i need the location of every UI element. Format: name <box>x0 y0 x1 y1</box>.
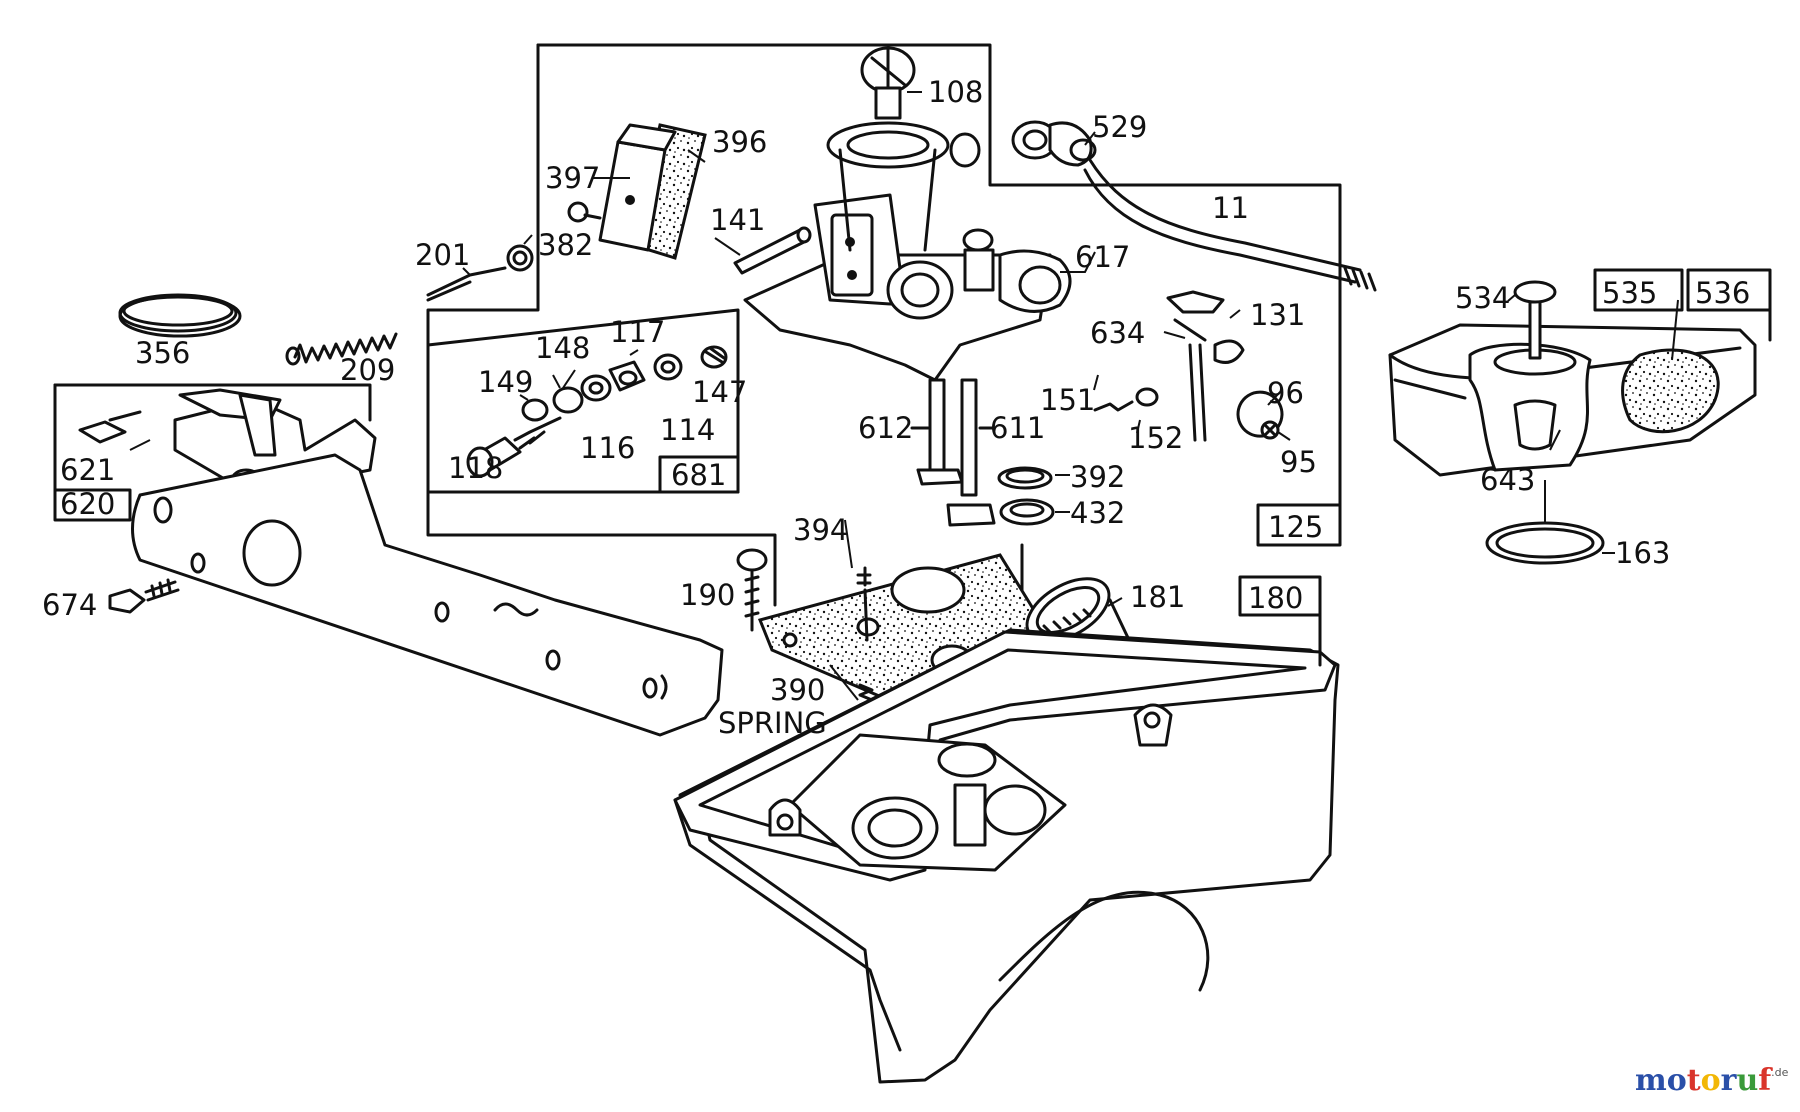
spring-209-part <box>285 332 398 366</box>
callout-131: 131 <box>1250 298 1305 332</box>
callout-356: 356 <box>135 336 190 370</box>
gaskets-392-432-part <box>997 466 1055 526</box>
callout-529: 529 <box>1092 110 1147 144</box>
svg-text:125: 125 <box>1268 510 1323 544</box>
boxed-label-681: 681 <box>671 458 726 492</box>
callout-392: 392 <box>1070 460 1125 494</box>
callout-394: 394 <box>793 513 848 547</box>
boxed-label-125: 125 <box>1268 510 1323 544</box>
callout-432: 432 <box>1070 496 1125 530</box>
side-plate-part <box>108 453 724 737</box>
callout-spring: SPRING <box>718 706 827 740</box>
callout-534: 534 <box>1455 281 1510 315</box>
callout-163: 163 <box>1615 536 1670 570</box>
callout-117: 117 <box>610 315 665 349</box>
watermark-letter: o <box>1700 1063 1721 1098</box>
callout-95: 95 <box>1280 445 1317 479</box>
callout-118: 118 <box>448 451 503 485</box>
watermark-wordmark: motoruf <box>1635 1063 1771 1098</box>
callout-634: 634 <box>1090 316 1145 350</box>
watermark-letter: r <box>1720 1063 1737 1098</box>
callout-612: 612 <box>858 411 913 445</box>
watermark-letter: t <box>1686 1063 1701 1098</box>
callout-190: 190 <box>680 578 735 612</box>
mounting-bolts-part <box>910 378 996 527</box>
svg-text:620: 620 <box>60 487 115 521</box>
callout-96: 96 <box>1267 376 1304 410</box>
callout-114: 114 <box>660 413 715 447</box>
callout-611: 611 <box>990 411 1045 445</box>
svg-text:536: 536 <box>1695 276 1750 310</box>
watermark-suffix: .de <box>1771 1066 1789 1079</box>
callout-201: 201 <box>415 238 470 272</box>
callout-617: 617 <box>1075 240 1130 274</box>
callout-147: 147 <box>692 375 747 409</box>
svg-text:681: 681 <box>671 458 726 492</box>
oring-356-part <box>118 293 242 338</box>
callout-396: 396 <box>712 125 767 159</box>
motoruf-watermark: motoruf.de <box>1635 1063 1789 1098</box>
callout-152: 152 <box>1128 421 1183 455</box>
callout-209: 209 <box>340 353 395 387</box>
callout-11: 11 <box>1212 191 1249 225</box>
boxed-label-536: 536 <box>1686 268 1772 342</box>
fuel-tank-part <box>1388 280 1757 565</box>
idle-valve-parts <box>1093 290 1284 442</box>
svg-text:535: 535 <box>1602 276 1657 310</box>
callout-382: 382 <box>538 228 593 262</box>
boxed-label-180: 180 <box>1238 575 1322 667</box>
callout-621: 621 <box>60 453 115 487</box>
watermark-letter: o <box>1666 1063 1687 1098</box>
kit-681-frame <box>426 308 740 494</box>
callout-390: 390 <box>770 673 825 707</box>
carburetor-body <box>743 121 1072 382</box>
callout-149: 149 <box>478 365 533 399</box>
callout-148: 148 <box>535 331 590 365</box>
watermark-letter: u <box>1736 1063 1759 1098</box>
screw-190-part <box>736 548 768 632</box>
callout-181: 181 <box>1130 580 1185 614</box>
fuel-tank-180-part <box>673 628 1340 1084</box>
watermark-letter: m <box>1635 1063 1667 1098</box>
boxed-labels: 681 620 125 180 535 536 <box>53 268 1772 667</box>
callout-643: 643 <box>1480 463 1535 497</box>
callout-labels: 108 529 396 397 141 201 382 11 617 356 2… <box>42 75 1670 740</box>
callout-108: 108 <box>928 75 983 109</box>
callout-141: 141 <box>710 203 765 237</box>
svg-text:180: 180 <box>1248 581 1303 615</box>
callout-674: 674 <box>42 588 97 622</box>
throttle-shutter-part <box>567 123 707 260</box>
choke-valve-part <box>860 46 916 120</box>
needle-valve-kit-parts <box>466 345 728 478</box>
callout-397: 397 <box>545 161 600 195</box>
callout-116: 116 <box>580 431 635 465</box>
callout-151: 151 <box>1040 383 1095 417</box>
fuel-pipe-assembly <box>1011 120 1377 292</box>
boxed-label-535: 535 <box>1593 268 1684 312</box>
watermark-letter: f <box>1758 1063 1772 1098</box>
boxed-label-620: 620 <box>53 383 372 522</box>
leader-lines <box>129 91 1679 701</box>
throttle-shaft-part <box>733 226 812 275</box>
